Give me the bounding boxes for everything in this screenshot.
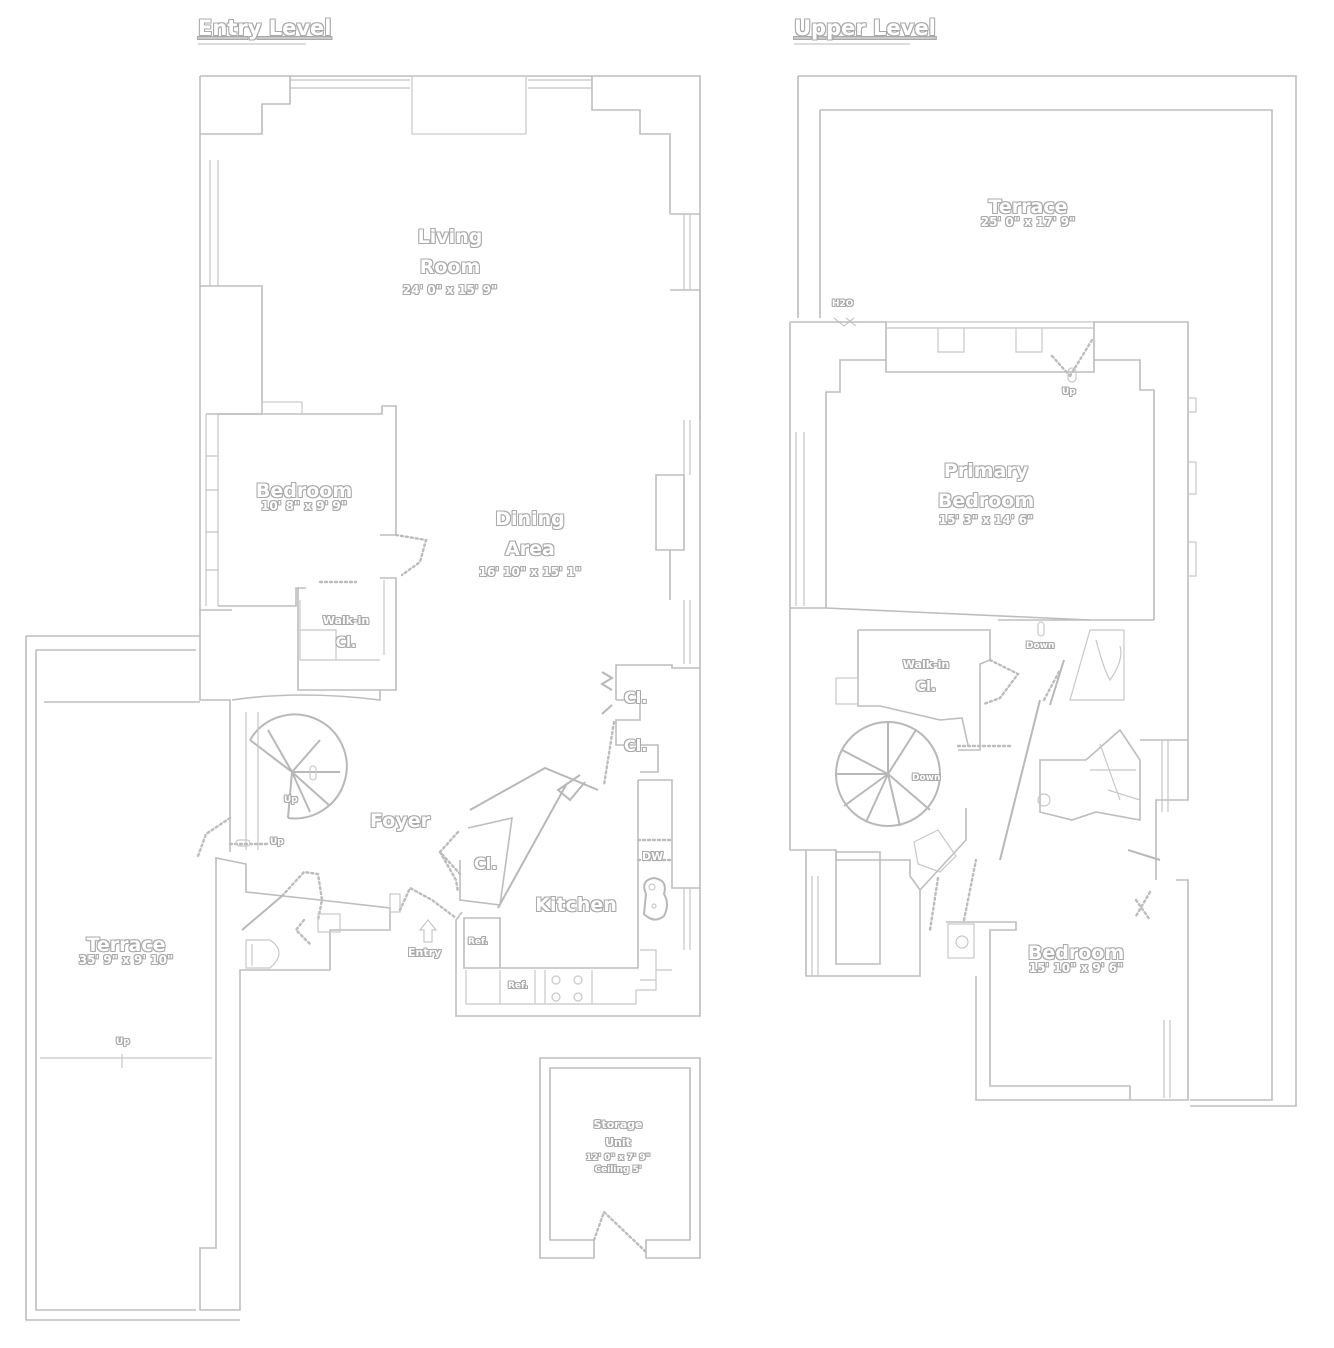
upper-level-plan [789,43,1297,1107]
dining-area-name-line-2: Area [505,538,555,560]
bedroom-name: Bedroom [255,480,353,502]
primary-bedroom-label: Primary Bedroom 15' 3" x 14' 6" [926,456,1046,528]
refrigerator-2-label: Ref. [508,981,528,991]
primary-bedroom-dimensions: 15' 3" x 14' 6" [938,513,1034,527]
closet-2-label: Cl. [624,736,648,755]
upper-stair-down-label: Down [912,773,941,783]
upper-level-title: Upper Level [794,16,936,40]
living-room-dimensions: 24' 0" x 15' 9" [402,283,498,297]
entry-label: Entry [408,946,442,959]
water-heater-label: H2O [832,299,854,309]
living-room-label: Living Room 24' 0" x 15' 9" [390,222,510,298]
foyer-label: Foyer [370,810,430,832]
storage-unit-name-line-2: Unit [605,1136,631,1149]
kitchen-label: Kitchen [535,894,617,916]
living-room-name-line-1: Living [417,226,483,248]
upper-terrace-name: Terrace [988,196,1068,218]
upper-walk-in-name-line-2: Cl. [915,679,937,695]
closet-3-label: Cl. [474,854,498,873]
upper-step-up-label: Up [1062,387,1076,397]
dining-area-dimensions: 16' 10" x 15' 1" [478,565,582,579]
bedroom-label: Bedroom 10' 8" x 9' 9" [244,476,364,514]
primary-bedroom-name-line-1: Primary [943,460,1029,482]
upper-bedroom-dimensions: 15' 10" x 9' 6" [1028,961,1124,975]
dining-area-name-line-1: Dining [495,508,565,530]
bedroom-dimensions: 10' 8" x 9' 9" [260,499,348,513]
upper-terrace-label: Terrace 25' 0" x 17' 9" [968,192,1088,230]
refrigerator-1-label: Ref. [468,937,488,947]
entry-terrace-dimensions: 35' 9" x 9' 10" [78,953,174,967]
upper-bedroom-name: Bedroom [1027,942,1125,964]
storage-unit-dimensions: 12' 0" x 7' 9" [585,1153,651,1163]
entry-terrace-name: Terrace [86,934,166,956]
upper-terrace-dimensions: 25' 0" x 17' 9" [980,215,1076,229]
walk-in-name-line-2: Cl. [335,635,357,651]
storage-unit-ceiling-note: Ceiling 5' [594,1165,642,1175]
storage-unit-name-line-1: Storage [593,1118,643,1131]
terrace-up-label: Up [116,1037,130,1047]
walk-in-closet-label: Walk-in Cl. [310,610,382,654]
walk-in-name-line-1: Walk-in [322,614,370,627]
upper-step-down-label: Down [1026,641,1055,651]
entry-terrace-label: Terrace 35' 9" x 9' 10" [66,930,186,968]
primary-bedroom-name-line-2: Bedroom [937,490,1035,512]
storage-unit-label: Storage Unit 12' 0" x 7' 9" Ceiling 5' [570,1116,666,1176]
entry-level-plan [25,43,701,1321]
dining-area-label: Dining Area 16' 10" x 15' 1" [470,504,590,580]
dishwasher-label: DW [642,850,664,863]
step-up-label: Up [270,837,284,847]
closet-1-label: Cl. [624,688,648,707]
stair-up-label: Up [284,795,298,805]
upper-walk-in-name-line-1: Walk-in [902,658,950,671]
upper-walk-in-closet-label: Walk-in Cl. [890,654,962,698]
upper-bedroom-label: Bedroom 15' 10" x 9' 6" [1016,938,1136,976]
entry-level-title: Entry Level [198,16,332,40]
living-room-name-line-2: Room [419,256,481,278]
